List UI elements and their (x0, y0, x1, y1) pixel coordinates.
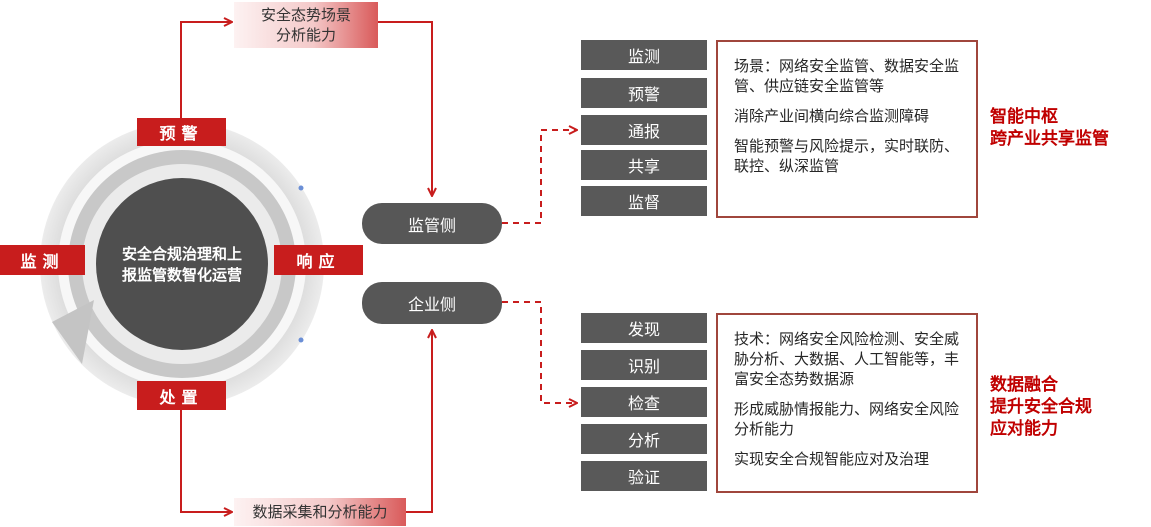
regulator-title-line2: 跨产业共享监管 (990, 129, 1109, 149)
tag-response: 响应 (274, 245, 363, 275)
dashed-connector-enterprise (502, 301, 577, 403)
enterprise-side-title: 数据融合 提升安全合规 应对能力 (990, 374, 1148, 440)
regulator-item: 通报 (581, 115, 707, 145)
circle-center-title: 安全合规治理和上 报监管数智化运营 (102, 230, 262, 300)
regulator-title-line1: 智能中枢 (990, 107, 1058, 127)
center-line2: 报监管数智化运营 (121, 266, 242, 284)
tag-warning: 预警 (137, 118, 226, 146)
enterprise-item: 分析 (581, 424, 707, 454)
enterprise-title-line2: 提升安全合规 (990, 397, 1092, 417)
enterprise-desc-line: 实现安全合规智能应对及治理 (734, 450, 930, 468)
tag-disposal: 处置 (137, 381, 226, 410)
enterprise-description-box: 技术：网络安全风险检测、安全威胁分析、大数据、人工智能等，丰富安全态势数据源 形… (716, 313, 978, 493)
regulator-desc-line: 场景：网络安全监管、数据安全监管、供应链安全监管等 (734, 57, 960, 95)
regulator-item: 共享 (581, 150, 707, 180)
enterprise-desc-line: 技术：网络安全风险检测、安全威胁分析、大数据、人工智能等，丰富安全态势数据源 (734, 330, 960, 388)
enterprise-side-pill: 企业侧 (362, 282, 502, 324)
regulator-description-box: 场景：网络安全监管、数据安全监管、供应链安全监管等 消除产业间横向综合监测障碍 … (716, 40, 978, 218)
regulator-desc-line: 消除产业间横向综合监测障碍 (734, 107, 930, 125)
regulator-desc-line: 智能预警与风险提示，实时联防、联控、纵深监管 (734, 137, 960, 175)
enterprise-item: 验证 (581, 461, 707, 491)
enterprise-item: 识别 (581, 350, 707, 380)
regulator-item: 监督 (581, 186, 707, 216)
regulator-item: 监测 (581, 40, 707, 70)
tag-monitor: 监测 (0, 245, 85, 275)
enterprise-desc-line: 形成威胁情报能力、网络安全风险分析能力 (734, 400, 960, 438)
bottom-capability-label: 数据采集和分析能力 (234, 498, 406, 526)
top-label-line1: 安全态势场景 (260, 6, 351, 24)
center-line1: 安全合规治理和上 (121, 245, 242, 263)
connector-bottom-right (406, 330, 432, 513)
dashed-connector-regulator (502, 130, 577, 224)
regulator-side-pill: 监管侧 (362, 203, 502, 244)
top-label-line2: 分析能力 (275, 26, 336, 44)
enterprise-title-line1: 数据融合 (990, 375, 1058, 395)
connector-top-left (180, 22, 232, 118)
cycle-circle (40, 122, 324, 406)
connector-bottom-left (180, 410, 232, 512)
bottom-label-text: 数据采集和分析能力 (252, 503, 388, 521)
connector-top-right (378, 21, 432, 196)
enterprise-title-line3: 应对能力 (990, 419, 1058, 439)
enterprise-item: 发现 (581, 313, 707, 343)
regulator-item: 预警 (581, 78, 707, 108)
cycle-arrow-icon (52, 300, 94, 364)
regulator-side-title: 智能中枢 跨产业共享监管 (990, 106, 1148, 150)
top-capability-label: 安全态势场景 分析能力 (234, 2, 378, 48)
enterprise-item: 检查 (581, 387, 707, 417)
